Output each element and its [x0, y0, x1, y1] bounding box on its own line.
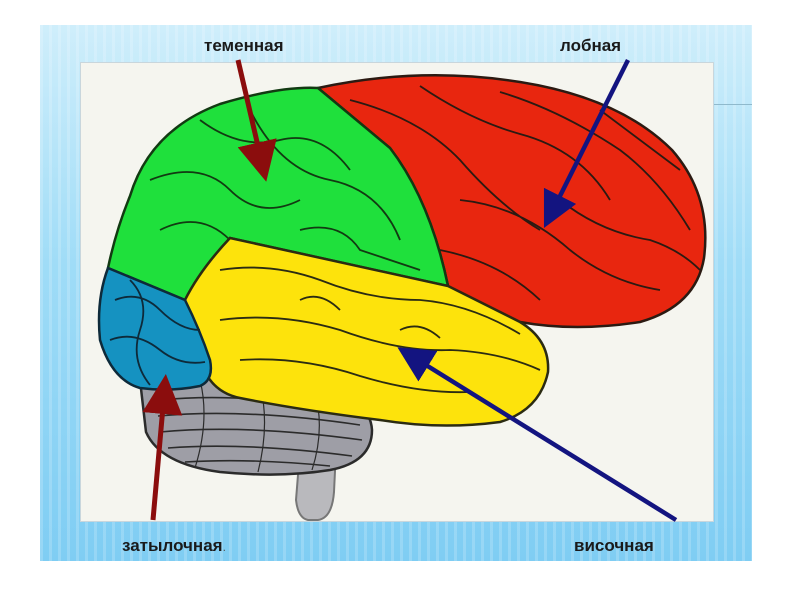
label-occipital: затылочная. [122, 536, 226, 556]
temporal-lobe [183, 236, 550, 427]
arrow-occipital [142, 374, 183, 521]
arrow-frontal [543, 58, 631, 229]
label-parietal: теменная [204, 36, 284, 55]
decorative-line [712, 104, 752, 105]
arrow-temporal [397, 347, 678, 522]
label-occipital-dot: . [222, 540, 226, 554]
arrow-parietal [235, 59, 277, 182]
label-occipital-text: затылочная [122, 536, 223, 555]
label-temporal: височная [574, 536, 654, 555]
frontal-lobe [315, 74, 707, 329]
label-frontal: лобная [560, 36, 622, 55]
